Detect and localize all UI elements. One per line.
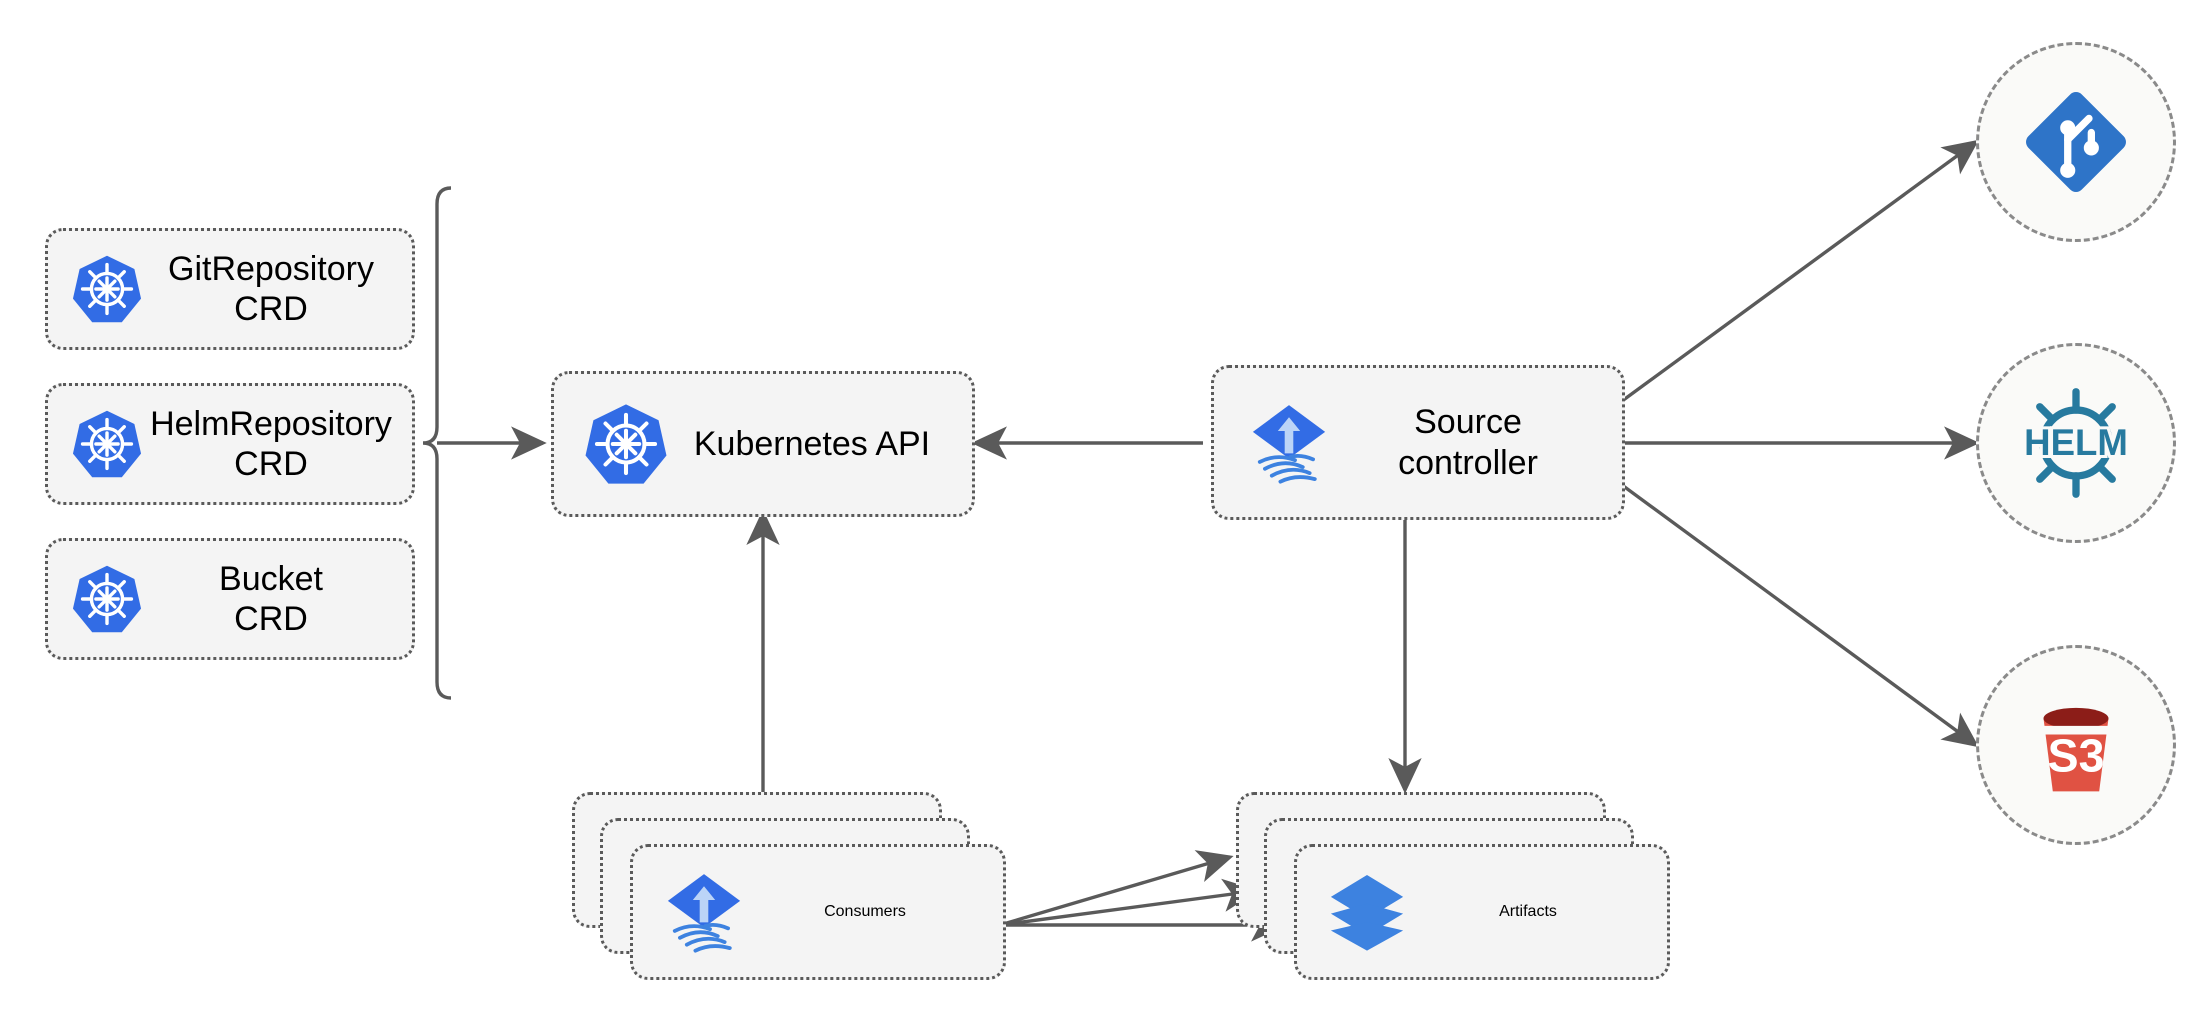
- artifacts-sheet-front[interactable]: Artifacts: [1294, 844, 1670, 980]
- source-circle-s3[interactable]: S3: [1976, 645, 2176, 845]
- source-circle-helm[interactable]: HELM: [1976, 343, 2176, 543]
- edge-consumers-to-artifacts-1: [999, 850, 1234, 927]
- crd-group-bracket: [422, 186, 452, 700]
- edge-source-controller-to-git: [1605, 139, 1980, 414]
- edge-consumers-to-artifacts-2: [999, 878, 1259, 927]
- node-label: Artifacts: [1499, 903, 1557, 920]
- crd-card-bucket[interactable]: Bucket CRD: [45, 538, 415, 660]
- crd-label: GitRepository CRD: [168, 249, 374, 328]
- kubernetes-icon: [72, 410, 142, 478]
- flux-icon: [667, 874, 741, 953]
- kubernetes-icon: [585, 404, 667, 484]
- helm-wordmark: HELM: [2024, 422, 2128, 463]
- kubernetes-icon: [72, 565, 142, 633]
- s3-wordmark: S3: [2048, 730, 2105, 782]
- crd-label: HelmRepository CRD: [150, 404, 392, 483]
- kubernetes-icon: [72, 255, 142, 323]
- git-icon: [2026, 92, 2126, 192]
- helm-icon: HELM: [2021, 388, 2131, 498]
- node-consumers[interactable]: Consumers: [572, 792, 1012, 982]
- consumers-sheet-front[interactable]: Consumers: [630, 844, 1006, 980]
- node-label: Kubernetes API: [693, 424, 931, 463]
- node-source-controller[interactable]: Source controller: [1211, 365, 1625, 520]
- crd-card-helmrepository[interactable]: HelmRepository CRD: [45, 383, 415, 505]
- node-kubernetes-api[interactable]: Kubernetes API: [551, 371, 975, 517]
- crd-card-gitrepository[interactable]: GitRepository CRD: [45, 228, 415, 350]
- edge-source-controller-to-s3: [1605, 472, 1980, 748]
- node-artifacts[interactable]: Artifacts: [1236, 792, 1676, 982]
- layers-icon: [1330, 875, 1404, 951]
- node-label: Consumers: [824, 903, 906, 920]
- source-circle-git[interactable]: [1976, 42, 2176, 242]
- flux-icon: [1252, 404, 1326, 484]
- node-label: Source controller: [1398, 403, 1538, 482]
- crd-label: Bucket CRD: [219, 559, 323, 638]
- s3-bucket-icon: S3: [2043, 707, 2109, 792]
